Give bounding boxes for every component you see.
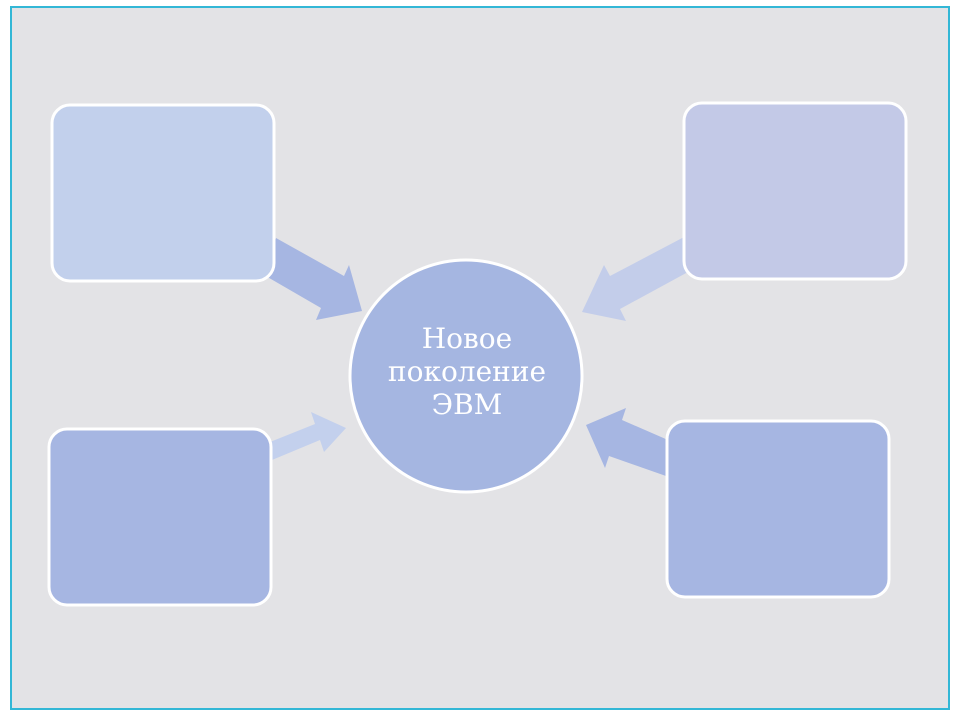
center-label: Новое поколение ЭВМ — [350, 322, 584, 421]
center-circle — [348, 258, 584, 494]
center-label-line-3: ЭВМ — [431, 388, 503, 421]
arrow-from-bottom-right — [586, 408, 668, 476]
box-top-left — [50, 103, 276, 283]
arrow-from-top-right — [582, 236, 688, 321]
box-top-right — [682, 101, 908, 281]
arrow-from-bottom-left — [270, 412, 346, 460]
box-bottom-left — [47, 427, 273, 607]
arrow-from-top-left — [264, 238, 362, 320]
center-label-line-2: поколение — [387, 355, 547, 388]
box-bottom-right — [665, 419, 891, 599]
center-label-line-1: Новое — [421, 322, 513, 355]
